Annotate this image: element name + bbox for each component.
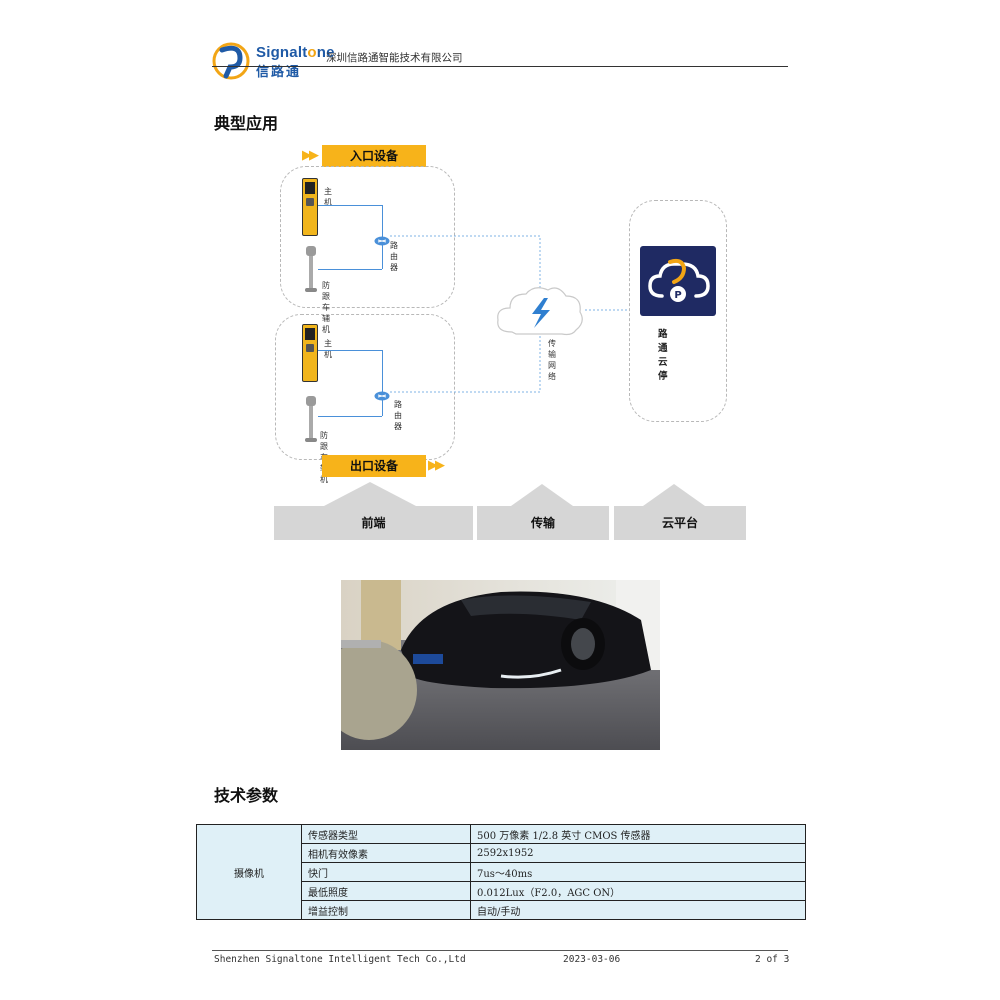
svg-text:P: P [674,290,681,301]
section-title-typical-application: 典型应用 [214,114,279,133]
stage-frontend: 前端 [274,506,473,540]
table-row: 摄像机 传感器类型 500 万像素 1/2.8 英寸 CMOS 传感器 [196,824,806,920]
stage-arrows [324,482,705,508]
spec-group-camera: 摄像机 [196,824,302,920]
router-label: 路由器 [394,400,402,431]
stage-cloud-platform: 云平台 [614,506,746,540]
host-device-icon [302,324,318,382]
page-number: 2 of 3 [755,954,790,965]
entry-device-banner: 入口设备 [322,145,426,167]
transmission-network-label: 传输网络 [548,339,556,381]
section-title-tech-params: 技术参数 [214,786,279,805]
spec-value: 2592x1952 [470,843,806,863]
spec-value: 7us～40ms [470,862,806,882]
spec-name: 传感器类型 [301,824,471,844]
logo-wordmark: Signaltone [256,44,335,61]
table-row: 增益控制 自动/手动 [197,900,806,920]
spec-name: 最低照度 [301,881,471,901]
logo-chinese-name: 信路通 [256,65,302,80]
table-row: 快门 7us～40ms [197,862,806,882]
footer-company: Shenzhen Signaltone Intelligent Tech Co.… [214,954,466,965]
host-label: 主机 [324,339,332,359]
spec-name: 增益控制 [301,900,471,920]
spec-name: 快门 [301,862,471,882]
exit-device-banner: 出口设备 [322,455,426,477]
spec-table: 摄像机 传感器类型 500 万像素 1/2.8 英寸 CMOS 传感器 相机有效… [196,824,806,920]
spec-value: 自动/手动 [470,900,806,920]
router-icon [374,386,390,401]
router-label: 路由器 [390,241,398,272]
cloud-platform-group [629,200,727,422]
spec-name: 相机有效像素 [301,843,471,863]
host-device-icon [302,178,318,236]
host-label: 主机 [324,187,332,207]
cloud-platform-label: 路通云停 [658,329,668,382]
entry-chevron-icon: ▶▶ [302,148,319,163]
router-icon [374,231,390,246]
vehicle-photo [341,580,660,750]
transmission-cloud-icon [492,282,588,340]
stage-transmission: 传输 [477,506,609,540]
entry-device-group [280,166,455,308]
footer-date: 2023-03-06 [563,954,621,965]
anti-tailgate-label: 防跟车辅机 [322,281,330,334]
anti-tailgate-device-icon [305,396,317,444]
table-row: 相机有效像素 2592x1952 [197,843,806,863]
cloud-parking-app-icon: P [640,246,716,316]
network-links [390,235,628,393]
header-divider [212,66,788,67]
exit-chevron-icon: ▶▶ [428,458,445,473]
header-company-name: 深圳信路通智能技术有限公司 [326,52,463,64]
spec-value: 0.012Lux（F2.0，AGC ON） [470,881,806,901]
spec-value: 500 万像素 1/2.8 英寸 CMOS 传感器 [470,824,806,844]
anti-tailgate-device-icon [305,246,317,294]
footer-divider [212,950,788,951]
